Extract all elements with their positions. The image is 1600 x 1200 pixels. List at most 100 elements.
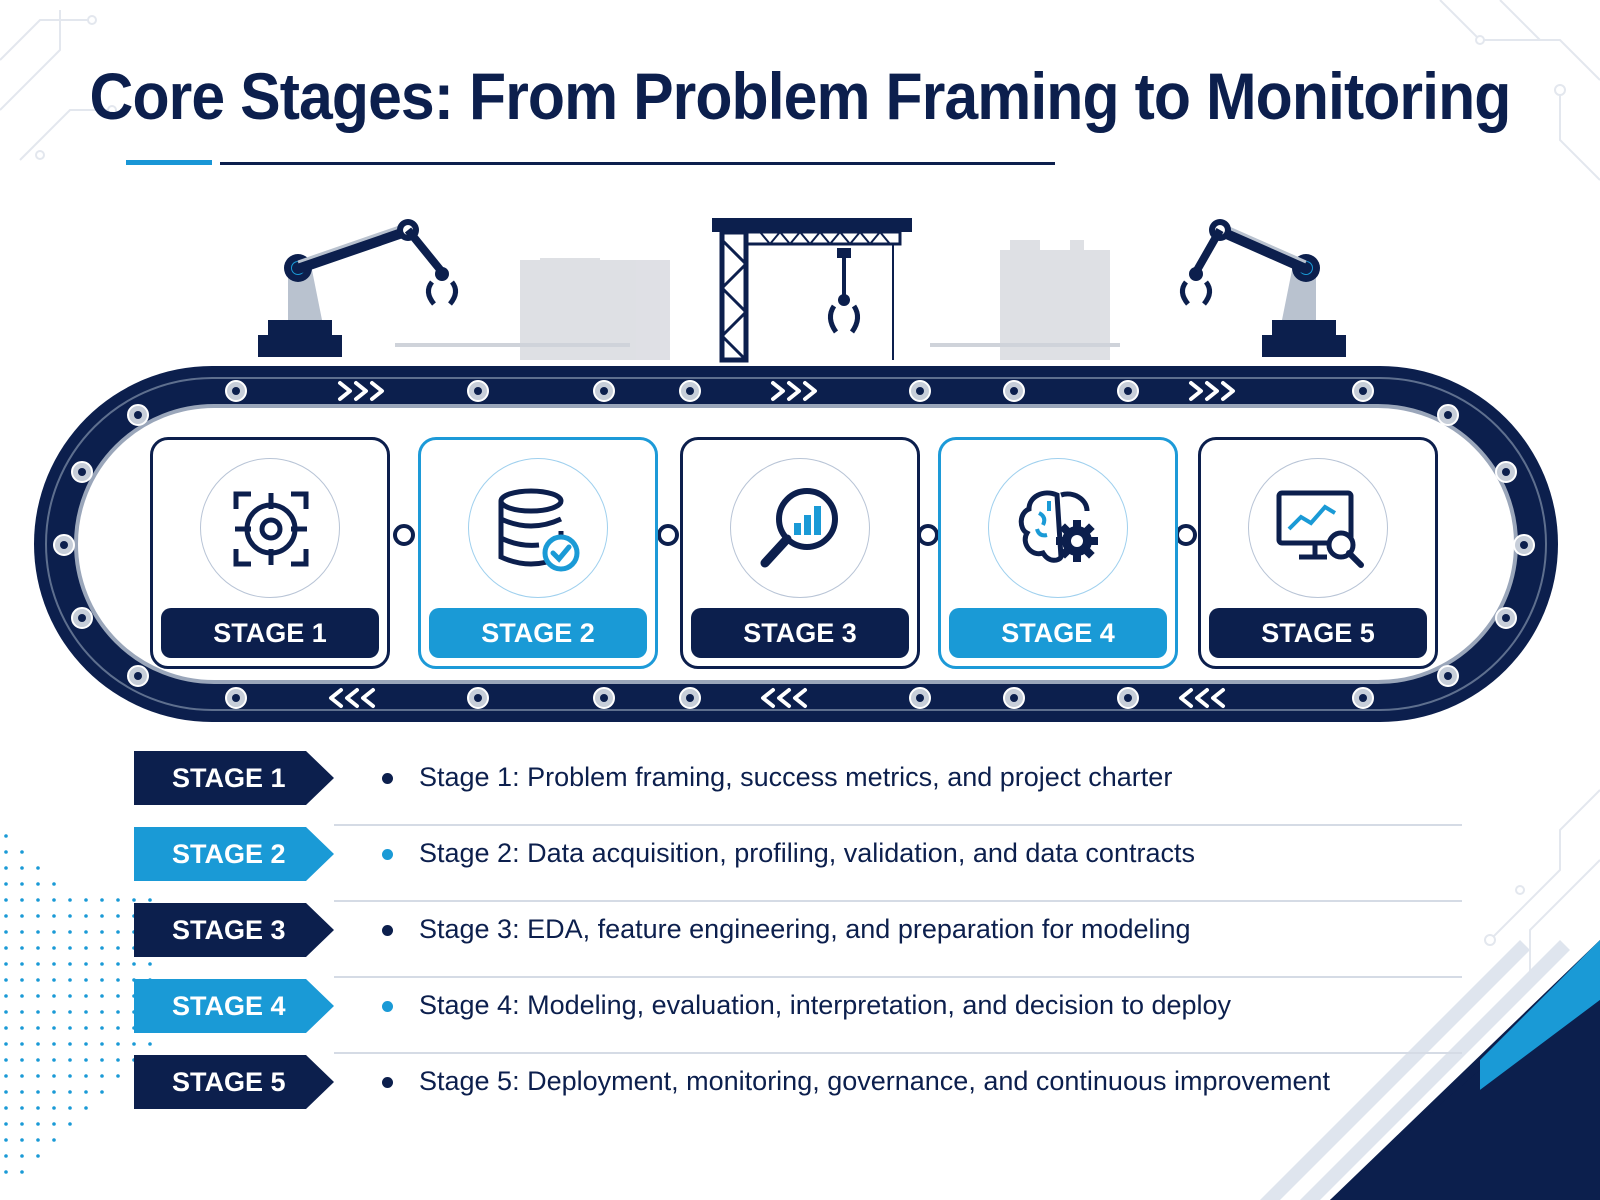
- deco-dot: [20, 1074, 24, 1078]
- belt-bolt: [71, 461, 93, 483]
- belt-bolt: [1437, 404, 1459, 426]
- deco-dot: [36, 930, 40, 934]
- card-connector: [917, 524, 939, 546]
- database-check-icon: [498, 488, 580, 572]
- deco-dot: [20, 978, 24, 982]
- stage-list-item: STAGE 3 Stage 3: EDA, feature engineerin…: [134, 902, 1462, 978]
- deco-dot: [4, 882, 8, 886]
- deco-dot: [116, 994, 120, 998]
- deco-dot: [36, 1074, 40, 1078]
- row-divider: [334, 976, 1462, 978]
- deco-dot: [4, 914, 8, 918]
- deco-dot: [68, 1122, 72, 1126]
- belt-bolt: [1437, 665, 1459, 687]
- deco-dot: [84, 1106, 88, 1110]
- title-underline-accent: [126, 160, 212, 165]
- stage-label: STAGE 2: [429, 608, 647, 658]
- deco-dot: [36, 866, 40, 870]
- deco-dot: [84, 994, 88, 998]
- deco-dot: [20, 1170, 24, 1174]
- chevron-right-icon: [338, 381, 352, 401]
- deco-dot: [100, 962, 104, 966]
- deco-dot: [52, 1138, 56, 1142]
- deco-dot: [52, 914, 56, 918]
- deco-dot: [84, 1074, 88, 1078]
- stage-label: STAGE 5: [1209, 608, 1427, 658]
- belt-bolt: [1495, 607, 1517, 629]
- belt-bolt: [225, 687, 247, 709]
- deco-dot: [100, 898, 104, 902]
- deco-dot: [52, 1058, 56, 1062]
- stage-description: Stage 5: Deployment, monitoring, governa…: [419, 1066, 1331, 1096]
- deco-dot: [84, 1026, 88, 1030]
- deco-dot: [68, 914, 72, 918]
- deco-dot: [68, 930, 72, 934]
- deco-dot: [36, 1026, 40, 1030]
- deco-dot: [100, 1058, 104, 1062]
- deco-dot: [20, 1090, 24, 1094]
- icon-ring: [730, 458, 870, 598]
- deco-dot: [36, 962, 40, 966]
- deco-dot: [4, 1138, 8, 1142]
- deco-dot: [116, 914, 120, 918]
- deco-dot: [52, 946, 56, 950]
- chevron-left-icon: [345, 688, 359, 708]
- chevron-right-icon: [354, 381, 368, 401]
- chevron-right-icon: [771, 381, 785, 401]
- deco-dot: [36, 946, 40, 950]
- deco-dot: [116, 1074, 120, 1078]
- belt-bolt: [467, 380, 489, 402]
- deco-dot: [4, 1074, 8, 1078]
- deco-dot: [68, 1042, 72, 1046]
- deco-dot: [68, 946, 72, 950]
- deco-dot: [84, 1010, 88, 1014]
- deco-dot: [84, 946, 88, 950]
- belt-bolt: [909, 687, 931, 709]
- deco-dot: [20, 898, 24, 902]
- deco-dot: [68, 962, 72, 966]
- icon-ring: [200, 458, 340, 598]
- deco-dot: [100, 930, 104, 934]
- chevron-right-icon: [370, 381, 384, 401]
- deco-dot: [84, 962, 88, 966]
- deco-dot: [52, 1026, 56, 1030]
- deco-dot: [36, 994, 40, 998]
- deco-dot: [4, 1170, 8, 1174]
- belt-bolt: [127, 404, 149, 426]
- stage-list-item: STAGE 1 Stage 1: Problem framing, succes…: [134, 750, 1462, 826]
- deco-dot: [84, 1042, 88, 1046]
- deco-dot: [36, 914, 40, 918]
- chevron-left-icon: [793, 688, 807, 708]
- chevron-right-icon: [1189, 381, 1203, 401]
- deco-dot: [36, 1106, 40, 1110]
- belt-bolt: [225, 380, 247, 402]
- deco-dot: [52, 1106, 56, 1110]
- deco-dot: [68, 1090, 72, 1094]
- factory-illustration: [258, 218, 1346, 363]
- stage-label: STAGE 1: [161, 608, 379, 658]
- belt-bolt: [1003, 380, 1025, 402]
- target-crosshair-icon: [233, 491, 309, 567]
- belt-bolt: [467, 687, 489, 709]
- deco-dot: [20, 1106, 24, 1110]
- card-connector: [1175, 524, 1197, 546]
- monitor-chart-search-icon: [1276, 490, 1364, 568]
- stage-description: Stage 1: Problem framing, success metric…: [419, 762, 1173, 792]
- chevron-left-icon: [329, 688, 343, 708]
- deco-dot: [36, 1154, 40, 1158]
- chevron-left-icon: [777, 688, 791, 708]
- chevron-left-icon: [1179, 688, 1193, 708]
- deco-dot: [52, 1010, 56, 1014]
- deco-dot: [132, 1042, 136, 1046]
- row-divider: [334, 824, 1462, 826]
- deco-dot: [84, 1090, 88, 1094]
- belt-bolt: [1352, 380, 1374, 402]
- chevron-right-icon: [1221, 381, 1235, 401]
- deco-dot: [68, 1058, 72, 1062]
- chevron-left-icon: [1211, 688, 1225, 708]
- deco-dot: [116, 962, 120, 966]
- belt-bolt: [71, 607, 93, 629]
- bullet-dot: [382, 773, 393, 784]
- belt-bolt: [127, 665, 149, 687]
